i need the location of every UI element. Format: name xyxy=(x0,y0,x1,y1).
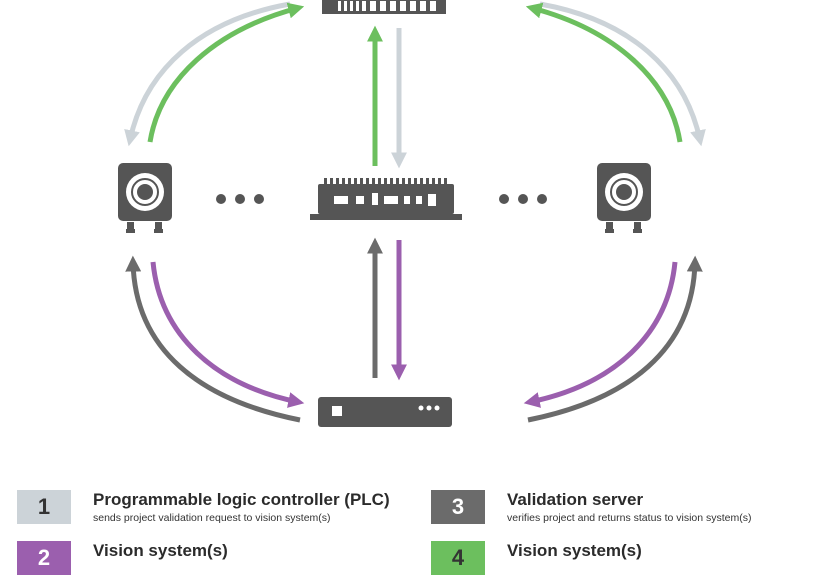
arrow-right-camera-to-server xyxy=(523,261,678,408)
arrow-left-camera-to-plc xyxy=(147,2,305,143)
right-camera-icon xyxy=(597,163,651,233)
legend-item-3: 3 Validation server verifies project and… xyxy=(431,490,828,534)
legend-item-1: 1 Programmable logic controller (PLC) se… xyxy=(17,490,417,534)
legend-item-2: 2 Vision system(s) xyxy=(17,541,417,585)
ellipsis-right-icon xyxy=(499,194,547,204)
arrow-right-camera-to-plc xyxy=(525,2,683,143)
legend-number-2: 2 xyxy=(17,541,71,575)
legend-number-3: 3 xyxy=(431,490,485,524)
arrow-server-to-right-camera xyxy=(527,255,703,423)
legend-title-1: Programmable logic controller (PLC) xyxy=(93,490,390,509)
legend-title-3: Validation server xyxy=(507,490,644,509)
legend-desc-3: verifies project and returns status to v… xyxy=(507,512,752,524)
legend-number-1: 1 xyxy=(17,490,71,524)
left-camera-icon xyxy=(118,163,172,233)
arrow-server-to-left-camera xyxy=(125,255,301,423)
arrow-left-camera-to-server xyxy=(150,261,305,408)
workflow-diagram xyxy=(118,0,706,427)
legend-item-4: 4 Vision system(s) xyxy=(431,541,828,585)
legend-number-4: 4 xyxy=(431,541,485,575)
plc-icon xyxy=(322,0,446,14)
arrow-plc-to-left-camera xyxy=(124,1,291,147)
legend-desc-1: sends project validation request to visi… xyxy=(93,512,331,524)
arrow-plc-to-right-camera xyxy=(539,1,706,147)
ellipsis-left-icon xyxy=(216,194,264,204)
validation-server-icon xyxy=(318,397,452,427)
legend-title-2: Vision system(s) xyxy=(93,541,228,560)
legend-title-4: Vision system(s) xyxy=(507,541,642,560)
edge-device-icon xyxy=(310,178,462,220)
